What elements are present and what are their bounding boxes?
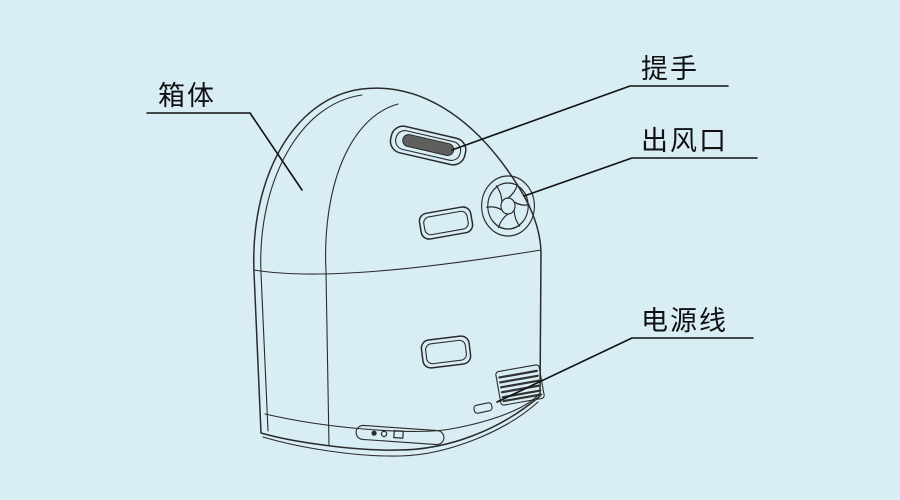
- front-top-seam: [325, 103, 399, 273]
- upper-recess-inner: [423, 210, 469, 236]
- power-cord-outlet: [473, 402, 493, 414]
- base-recess: [355, 424, 445, 446]
- leader-air-outlet: [523, 157, 758, 197]
- upper-recess: [418, 206, 474, 240]
- power-switch: [393, 429, 404, 439]
- label-handle: 提手: [641, 54, 699, 85]
- indicator-dot: [380, 430, 388, 438]
- base-seam: [264, 393, 540, 432]
- lower-recess-outer: [420, 335, 472, 369]
- label-cabinet: 箱体: [158, 81, 216, 112]
- top-handle: [389, 125, 467, 166]
- body-outline: [253, 87, 542, 451]
- handle-outer: [389, 125, 467, 166]
- air-outlet-vent: [481, 175, 535, 237]
- lower-recess-inner: [425, 339, 467, 365]
- indicator-dot: [371, 430, 377, 436]
- device-body: [253, 87, 542, 457]
- front-seam: [325, 271, 330, 447]
- leader-power-cord: [496, 337, 754, 403]
- upper-recess-outer: [418, 206, 474, 240]
- base-panel: [355, 402, 493, 446]
- handle-inner: [395, 130, 462, 161]
- waist-seam: [253, 249, 542, 275]
- handle-grip: [402, 134, 455, 157]
- leader-cabinet: [146, 112, 303, 191]
- base-lip: [262, 401, 539, 457]
- vent-inner-ring: [487, 182, 529, 230]
- lower-recess: [420, 335, 472, 369]
- leader-handle: [451, 85, 729, 151]
- label-power-cord: 电源线: [641, 306, 728, 337]
- label-air-outlet: 出风口: [641, 126, 728, 157]
- vent-outer-ring: [481, 175, 535, 237]
